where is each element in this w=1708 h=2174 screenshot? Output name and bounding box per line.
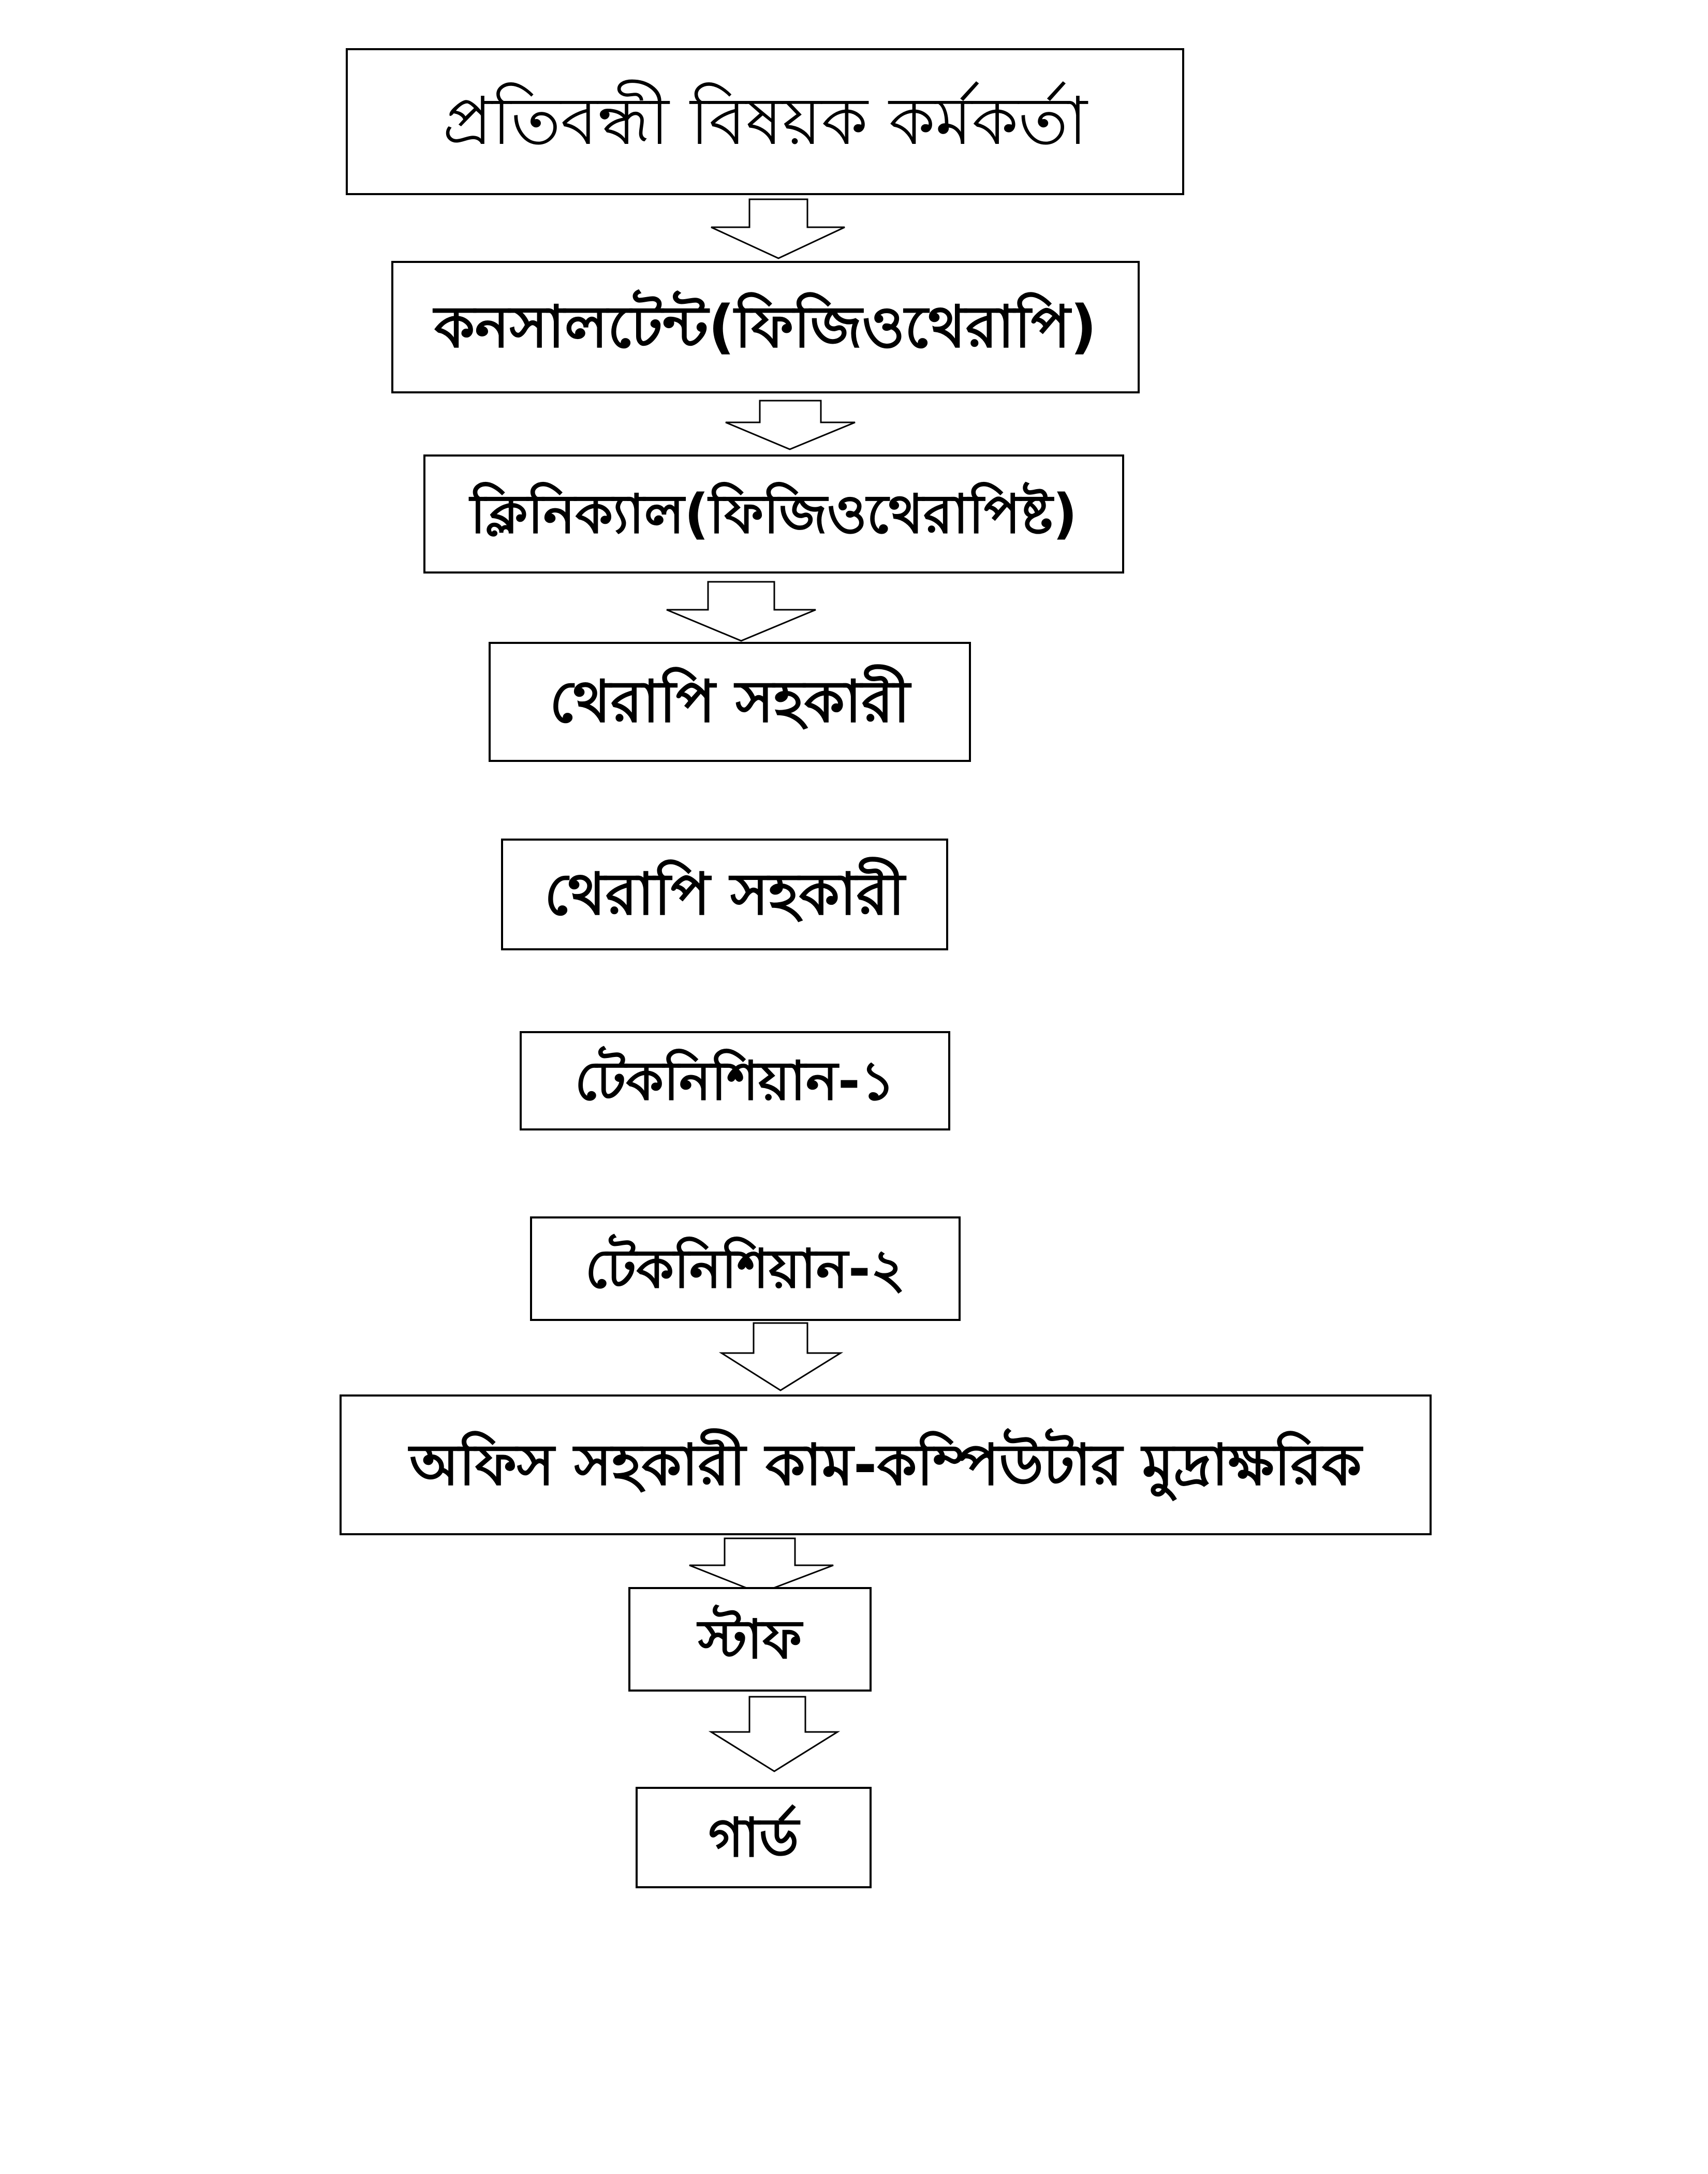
node-disability-officer: প্রতিবন্ধী বিষয়ক কর্মকর্তা [346, 48, 1184, 195]
arrow-down-icon [666, 581, 816, 642]
node-label: টেকনিশিয়ান-১ [575, 1049, 895, 1112]
arrow-down-icon [711, 198, 845, 259]
node-technician-1: টেকনিশিয়ান-১ [520, 1031, 950, 1130]
node-label: গার্ড [708, 1806, 799, 1869]
node-label: থেরাপি সহকারী [544, 861, 905, 928]
node-office-assistant: অফিস সহকারী কাম-কম্পিউটার মুদ্রাক্ষরিক [340, 1394, 1432, 1535]
node-technician-2: টেকনিশিয়ান-২ [530, 1216, 961, 1321]
arrow-down-icon [725, 400, 856, 450]
node-staff: স্টাফ [628, 1587, 872, 1692]
node-consultant-physiotherapy: কনসালটেন্ট(ফিজিওথেরাপি) [391, 261, 1140, 393]
node-label: টেকনিশিয়ান-২ [585, 1237, 906, 1300]
arrow-down-icon [718, 1322, 844, 1391]
node-label: থেরাপি সহকারী [549, 668, 910, 736]
arrow-down-icon [689, 1537, 834, 1594]
node-label: ক্লিনিক্যাল(ফিজিওথেরাপিষ্ট) [470, 482, 1078, 546]
node-therapy-assistant-1: থেরাপি সহকারী [489, 642, 971, 762]
node-label: প্রতিবন্ধী বিষয়ক কর্মকর্তা [443, 83, 1087, 160]
arrow-down-icon [708, 1696, 841, 1772]
node-label: অফিস সহকারী কাম-কম্পিউটার মুদ্রাক্ষরিক [409, 1432, 1362, 1498]
node-label: স্টাফ [698, 1608, 802, 1671]
node-label: কনসালটেন্ট(ফিজিওথেরাপি) [434, 293, 1097, 361]
node-clinical-physiotherapist: ক্লিনিক্যাল(ফিজিওথেরাপিষ্ট) [423, 454, 1124, 574]
node-therapy-assistant-2: থেরাপি সহকারী [501, 839, 948, 950]
node-guard: গার্ড [636, 1787, 872, 1888]
